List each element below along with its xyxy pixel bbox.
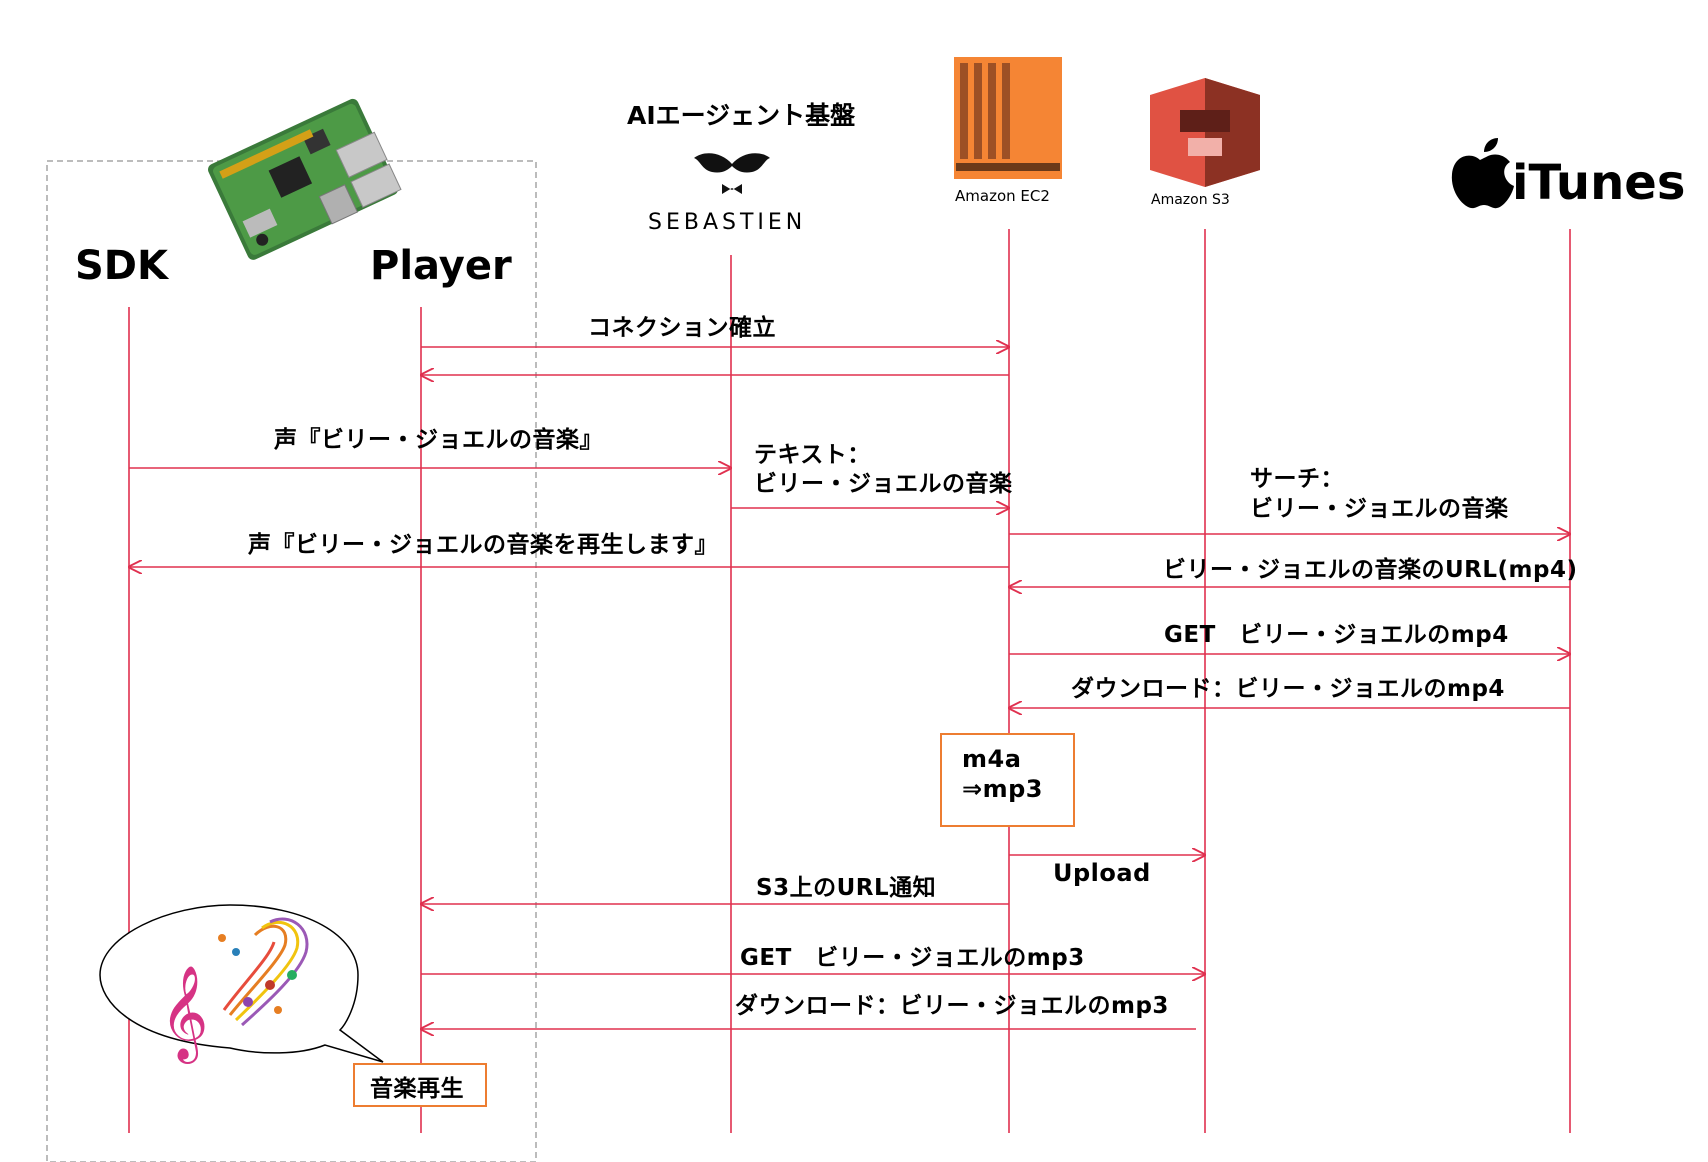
play-label: 音楽再生 [370,1076,464,1102]
msg-search-line2: ビリー・ジョエルの音楽 [1250,496,1509,522]
participant-itunes: iTunes [1512,155,1686,211]
msg-text-line2: ビリー・ジョエルの音楽 [754,471,1013,497]
svg-text:𝄞: 𝄞 [160,965,208,1064]
msg-text-line1: テキスト： [754,442,871,468]
conversion-box [940,733,1075,827]
msg-s3-url: S3上のURL通知 [756,875,937,901]
msg-url-mp4: ビリー・ジョエルの音楽のURL(mp4) [1163,557,1578,583]
play-box [353,1063,487,1107]
music-notes-icon: 𝄞 [160,917,309,1064]
msg-get-mp3: GET ビリー・ジョエルのmp3 [740,945,1085,971]
participant-ec2: Amazon EC2 [955,187,1050,205]
participant-s3: Amazon S3 [1151,192,1230,208]
participant-player: Player [370,243,512,289]
msg-download-mp4: ダウンロード：ビリー・ジョエルのmp4 [1071,676,1505,702]
conversion-line2: ⇒mp3 [962,775,1043,803]
msg-voice-reply: 声『ビリー・ジョエルの音楽を再生します』 [248,532,718,558]
participant-sebastien: SEBASTIEN [648,210,807,235]
speech-bubble [99,904,384,1063]
sebastien-mustache-icon [694,153,770,194]
msg-search-line1: サーチ： [1250,466,1344,492]
raspberry-pi-image [208,98,402,260]
msg-connection: コネクション確立 [588,315,776,341]
msg-get-mp4: GET ビリー・ジョエルのmp4 [1164,622,1509,648]
msg-voice-request: 声『ビリー・ジョエルの音楽』 [274,427,603,453]
apple-logo-icon [1451,138,1514,209]
msg-download-mp3: ダウンロード：ビリー・ジョエルのmp3 [735,993,1169,1019]
participant-ai-platform: AIエージェント基盤 [627,101,856,130]
participant-sdk: SDK [75,243,169,289]
amazon-ec2-icon [954,57,1062,179]
amazon-s3-icon [1150,78,1260,187]
conversion-line1: m4a [962,745,1022,773]
msg-upload: Upload [1053,859,1151,887]
